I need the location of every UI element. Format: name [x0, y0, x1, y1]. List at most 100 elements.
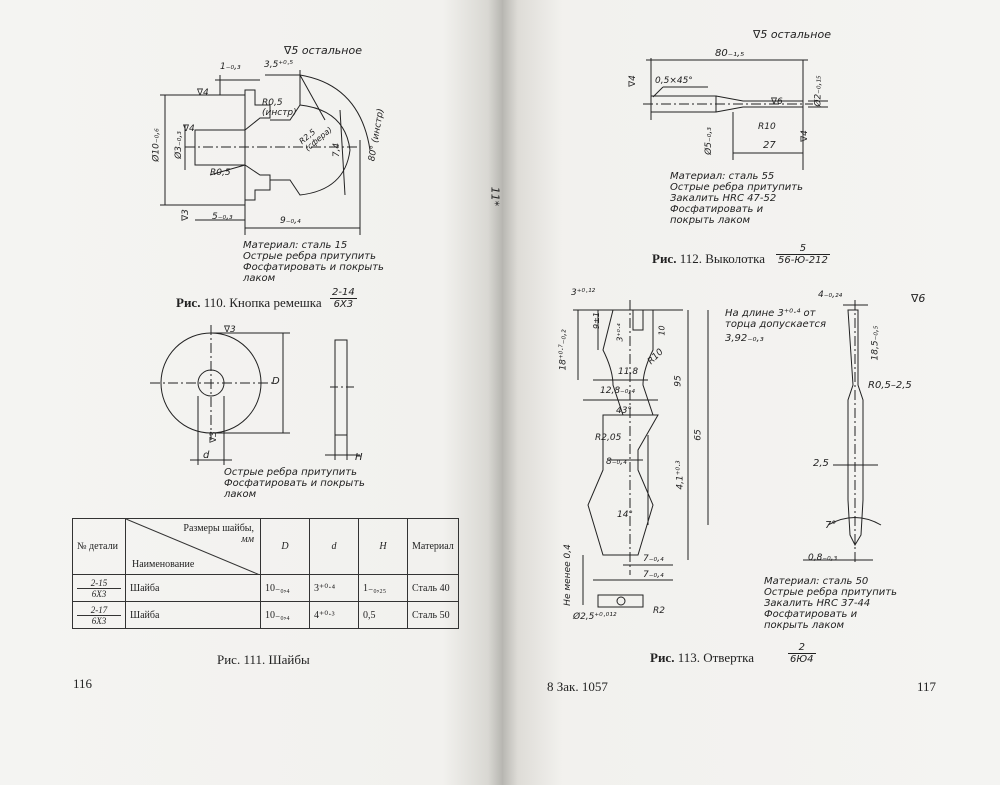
note-line: Материал: сталь 50 — [764, 576, 869, 587]
surface-finish-mark: ∇3 — [180, 209, 191, 221]
dim-label: 80₋₁,₅ — [715, 48, 745, 59]
dim-label: Ø3₋₀,₃ — [173, 131, 184, 159]
note-line: Фосфатировать и покрыть — [224, 478, 365, 489]
page-number-right: 117 — [917, 679, 937, 694]
dim-label: 4,1⁺⁰·³ — [675, 460, 686, 490]
H-cell: 1₋₀,₂₅ — [358, 574, 408, 602]
part-num: 2-17 — [77, 605, 121, 616]
table-row: 2-17 6Х3 Шайба 10₋₀,₄ 4⁺⁰·³ 0,5 Сталь 50 — [72, 601, 459, 629]
surface-finish-mark: ∇4 — [183, 124, 195, 134]
note-line: Фосфатировать и — [764, 609, 858, 620]
dim-label: 7₋₀,₄ — [643, 570, 664, 580]
fig110-finish-note: ∇5 остальное — [284, 44, 362, 57]
note-line: Закалить HRC 47-52 — [670, 193, 777, 204]
d-cell: 3⁺⁰·⁴ — [309, 574, 359, 602]
fig110-caption: Рис. 110. Кнопка ремешка — [176, 295, 322, 311]
dim-label: 9±1 — [591, 312, 601, 329]
dim-label: 9₋₀,₄ — [280, 216, 301, 226]
dim-label: 3⁺⁰·⁴ — [615, 323, 625, 342]
fig111-notes: Острые ребра притупить Фосфатировать и п… — [224, 467, 365, 500]
caption-prefix: Рис. — [652, 251, 677, 266]
header-d: d — [309, 518, 359, 575]
fig113-notes: Материал: сталь 50 Острые ребра притупит… — [764, 576, 897, 631]
fig110-caption-fraction: 2-14 6Х3 — [330, 287, 357, 310]
dim-label: 14° — [617, 510, 633, 520]
note-line: 3,92₋₀,₃ — [725, 333, 764, 344]
surface-finish-mark: ∇4 — [627, 75, 638, 87]
fig111-caption: Рис. 111. Шайбы — [217, 652, 310, 667]
dim-label: 7° — [825, 520, 837, 531]
note-line: торца допускается — [725, 319, 827, 330]
dim-label: R0,5 (инстр) — [262, 98, 297, 118]
dim-label: 1₋₀,₃ — [220, 62, 241, 72]
header-units: мм — [241, 534, 254, 545]
dim-label: 2,5 — [813, 458, 829, 469]
header-sizes-text: Размеры шайбы, — [183, 523, 254, 534]
surface-finish-mark: ∇6 — [911, 292, 926, 305]
right-page: 11* ∇5 остальное 80₋₁,₅ ∇4 0,5×45° ∇6 Ø2… — [488, 0, 1000, 785]
dim-label: 3⁺⁰·¹² — [571, 288, 596, 298]
note-line: покрыть лаком — [764, 620, 845, 631]
dim-label: 4₋₀,₂₄ — [818, 290, 843, 300]
header-name: Наименование — [132, 559, 195, 570]
fraction-numerator: 5 — [776, 243, 830, 255]
dim-label: 11,8 — [618, 367, 639, 377]
fig113-caption: Рис. 113. Отвертка — [650, 650, 754, 666]
fig112-caption-fraction: 5 56-Ю-212 — [776, 243, 830, 266]
surface-finish-mark: ∇4 — [197, 88, 209, 98]
fig112-notes: Материал: сталь 55 Острые ребра притупит… — [670, 171, 803, 226]
dim-label: 5₋₀,₃ — [212, 212, 233, 222]
dim-label: 18⁺⁰·⁷₋₀,₂ — [558, 329, 569, 371]
note-line: Закалить HRC 37-44 — [764, 598, 871, 609]
dim-label: 0,5×45° — [655, 76, 693, 86]
fig113-drawing — [573, 300, 882, 608]
material-cell: Сталь 40 — [407, 574, 459, 602]
note-line: Материал: сталь 15 — [243, 240, 348, 251]
table-row: 2-15 6Х3 Шайба 10₋₀,₄ 3⁺⁰·⁴ 1₋₀,₂₅ Сталь… — [72, 574, 459, 602]
fig113-dim-note: На длине 3⁺⁰·⁴ от торца допускается 3,92… — [725, 308, 826, 344]
dim-label: R0,5–2,5 — [868, 380, 912, 391]
caption-text: 110. Кнопка ремешка — [203, 295, 322, 310]
dim-label: 8₋₀,₄ — [606, 457, 627, 467]
dim-label: 3,5⁺⁰·⁵ — [264, 60, 294, 70]
dim-label: d — [203, 450, 210, 461]
fraction-numerator: 2-14 — [330, 287, 357, 299]
fig110-notes: Материал: сталь 15 Острые ребра притупит… — [243, 240, 384, 284]
note-line: лаком — [243, 273, 276, 284]
header-sizes-cell: Размеры шайбы, мм Наименование — [125, 518, 261, 575]
header-diagonal — [126, 519, 260, 575]
note-line: Материал: сталь 55 — [670, 171, 775, 182]
name-cell: Шайба — [125, 574, 261, 602]
dim-label: 7,4 — [332, 142, 343, 158]
part-den: 6Х3 — [91, 588, 107, 599]
dim-label: 95 — [673, 375, 684, 387]
D-cell: 10₋₀,₄ — [260, 574, 310, 602]
dim-label: Ø2,5⁺⁰·⁰¹² — [573, 612, 617, 622]
note-line: лаком — [224, 489, 257, 500]
fig112-caption: Рис. 112. Выколотка — [652, 251, 765, 267]
surface-finish-mark: ∇3 — [208, 431, 219, 443]
caption-text: 112. Выколотка — [679, 251, 765, 266]
dim-label: 12,8₋₀,₄ — [600, 386, 635, 396]
surface-finish-mark: ∇6 — [771, 97, 783, 107]
note-line: Фосфатировать и — [670, 204, 764, 215]
footer-signature: 8 Зак. 1057 — [547, 679, 608, 694]
fig110-drawing — [160, 70, 371, 235]
dim-label: 18,5₋₀,₅ — [870, 325, 881, 361]
caption-text: 113. Отвертка — [677, 650, 755, 665]
dim-label: 43° — [616, 406, 632, 416]
left-page: ∇5 остальное 1₋₀,₃ 3,5⁺⁰·⁵ ∇4 R0,5 (инст… — [0, 0, 503, 785]
dim-label: R2,05 — [595, 433, 622, 443]
header-sizes: Размеры шайбы, мм — [183, 523, 254, 545]
dim-label: 65 — [693, 429, 704, 441]
dim-label: R10 — [758, 122, 776, 132]
d-cell: 4⁺⁰·³ — [309, 601, 359, 629]
note-line: Острые ребра притупить — [670, 182, 803, 193]
header-material: Материал — [407, 518, 459, 575]
fraction-numerator: 2 — [788, 642, 816, 654]
dim-label: 0,8₋₀,₃ — [808, 553, 838, 563]
part-number-cell: 2-15 6Х3 — [72, 574, 126, 602]
D-cell: 10₋₀,₄ — [260, 601, 310, 629]
part-den: 6Х3 — [91, 615, 107, 626]
